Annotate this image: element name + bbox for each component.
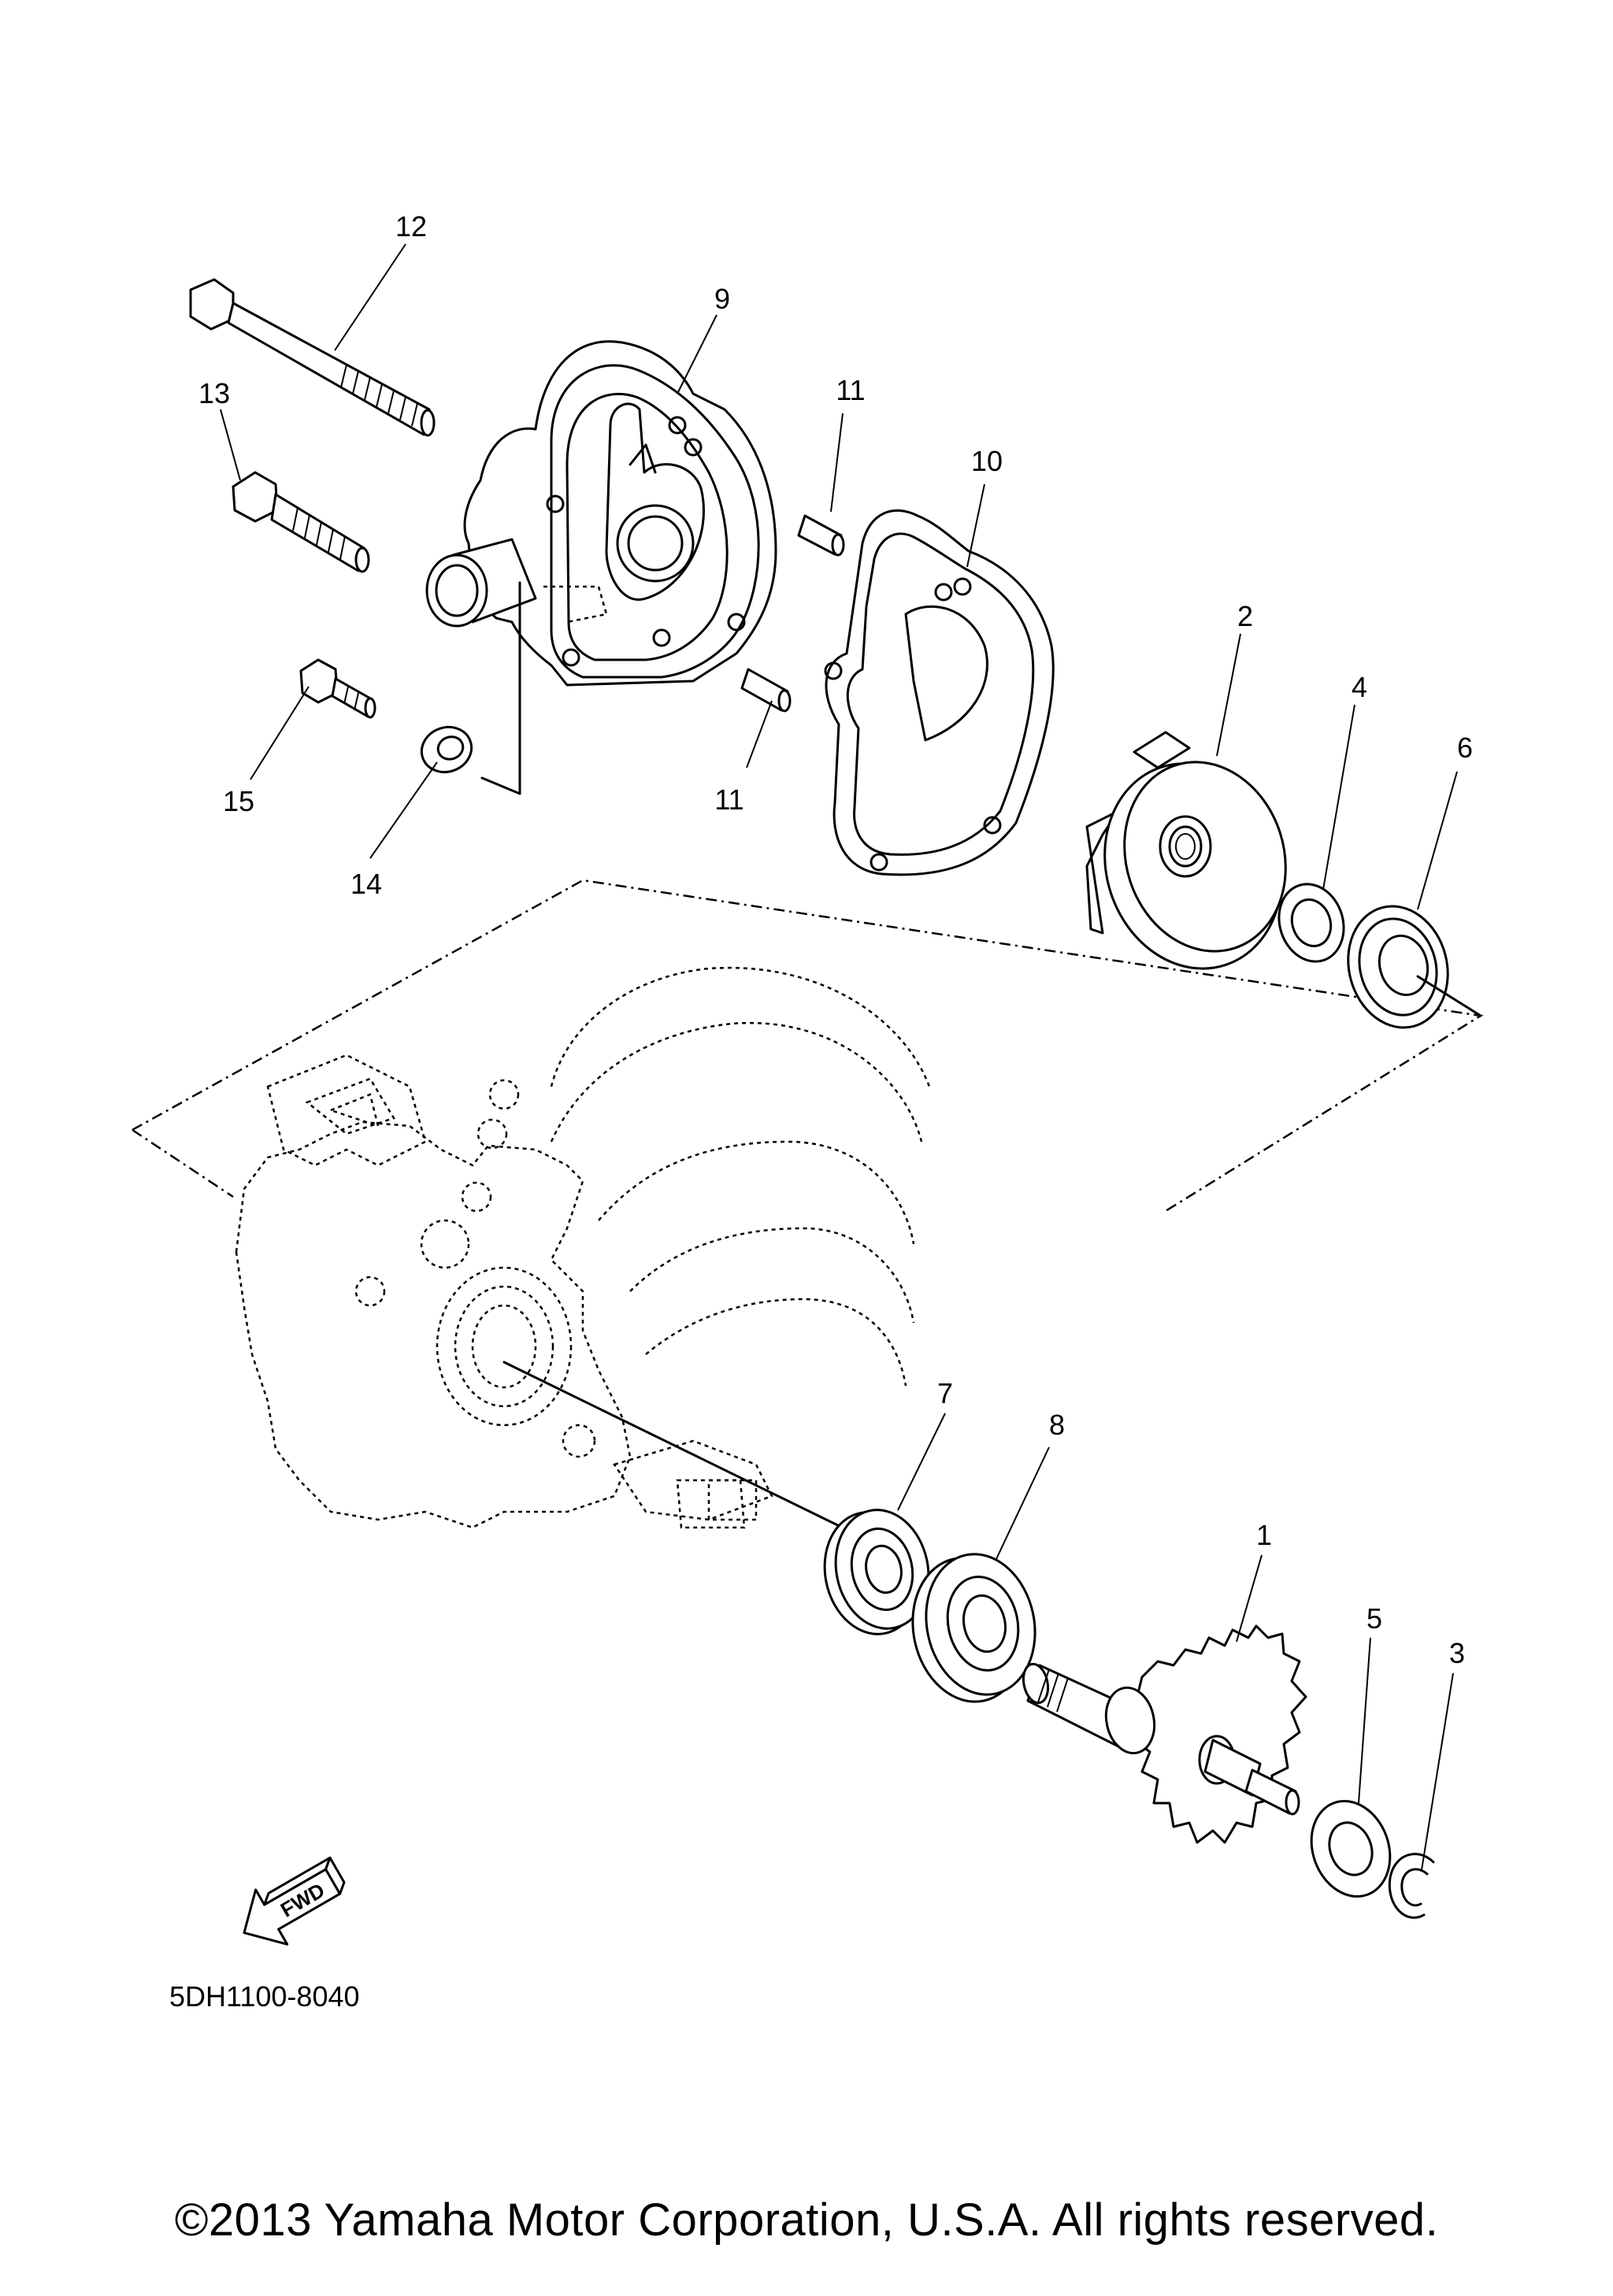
bolt-long [189, 278, 436, 437]
impeller [1085, 731, 1287, 970]
bearing-8 [911, 1553, 1036, 1703]
copyright-notice: ©2013 Yamaha Motor Corporation, U.S.A. A… [174, 2194, 1439, 2246]
fwd-arrow-icon: FWD [243, 1856, 346, 1946]
bearing-7 [823, 1509, 930, 1635]
callout-6: 6 [1457, 731, 1473, 764]
callout-8: 8 [1049, 1409, 1065, 1441]
callout-13: 13 [198, 377, 230, 409]
leader-lines [220, 243, 1458, 1871]
screw-short [299, 658, 376, 719]
shaft-axis-line [502, 1361, 860, 1537]
callout-7: 7 [937, 1377, 953, 1409]
pump-cover-gasket [824, 509, 1055, 876]
crankcase-phantom [235, 966, 931, 1529]
callout-11-upper: 11 [836, 374, 865, 406]
impeller-shaft-gear [1022, 1624, 1307, 1844]
assembly-boundary [132, 879, 1484, 1213]
callout-11-lower: 11 [714, 783, 743, 816]
callout-2: 2 [1237, 600, 1253, 632]
callouts: 12 9 13 11 10 15 11 14 2 4 6 7 8 1 5 3 [198, 210, 1473, 1669]
callout-14: 14 [350, 868, 382, 900]
dowel-pin-lower [740, 668, 792, 713]
callout-1: 1 [1256, 1519, 1272, 1551]
callout-9: 9 [714, 283, 730, 315]
circlip [1388, 1853, 1435, 1919]
callout-4: 4 [1352, 671, 1367, 703]
callout-10: 10 [971, 445, 1003, 477]
washer-4 [1277, 883, 1345, 963]
washer-5 [1310, 1799, 1392, 1898]
callout-12: 12 [395, 210, 427, 243]
water-pump-cover [425, 340, 777, 795]
bolt-medium [232, 471, 370, 573]
washer-14 [420, 726, 473, 773]
callout-3: 3 [1449, 1637, 1465, 1669]
dowel-pin-upper [797, 514, 845, 557]
callout-5: 5 [1366, 1602, 1382, 1635]
oil-seal-6 [1347, 905, 1482, 1029]
callout-15: 15 [223, 785, 254, 817]
drawing-number: 5DH1100-8040 [169, 1980, 360, 2013]
